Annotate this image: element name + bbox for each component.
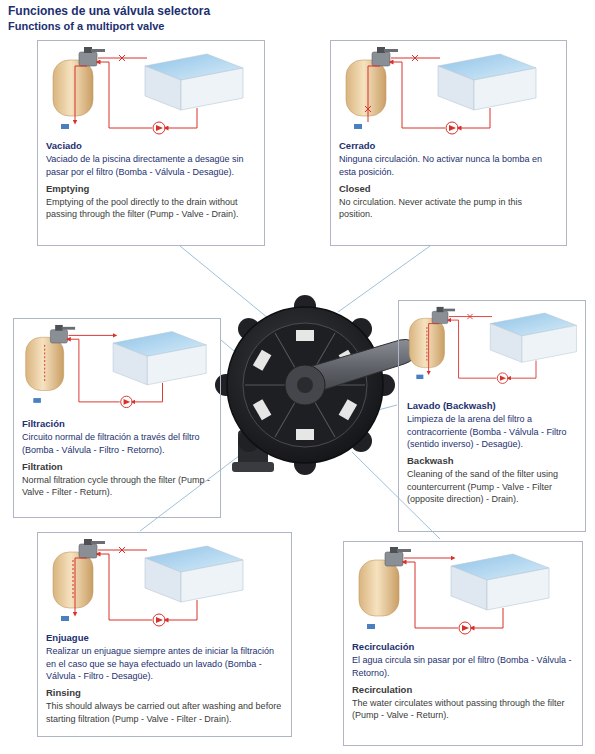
function-box: VaciadoVaciado de la piscina directament… <box>37 40 265 246</box>
body-en: The water circulates without passing thr… <box>352 697 574 722</box>
body-es: El agua circula sin pasar por el filtro … <box>352 654 574 679</box>
body-en: This should always be carried out after … <box>46 700 283 725</box>
body-es: Limpieza de la arena del filtro a contra… <box>407 413 577 450</box>
body-es: Ninguna circulación. No activar nunca la… <box>339 153 558 178</box>
heading-es: Recirculación <box>352 640 574 653</box>
heading-en: Closed <box>339 182 558 195</box>
heading-en: Filtration <box>22 460 212 473</box>
function-box: FiltraciónCircuito normal de filtración … <box>13 318 221 518</box>
body-en: No circulation. Never activate the pump … <box>339 196 558 221</box>
heading-en: Recirculation <box>352 683 574 696</box>
heading-es: Vaciado <box>46 139 256 152</box>
heading-en: Backwash <box>407 454 577 467</box>
body-es: Circuito normal de filtración a través d… <box>22 431 212 456</box>
diagram-title: Funciones de una válvula selectora <box>8 4 210 18</box>
body-es: Realizar un enjuague siempre antes de in… <box>46 645 283 682</box>
body-en: Cleaning of the sand of the filter using… <box>407 468 577 505</box>
heading-es: Cerrado <box>339 139 558 152</box>
function-box: Lavado (Backwash)Limpieza de la arena de… <box>398 300 586 532</box>
body-en: Emptying of the pool directly to the dra… <box>46 196 256 221</box>
function-box: CerradoNinguna circulación. No activar n… <box>330 40 567 246</box>
heading-es: Lavado (Backwash) <box>407 399 577 412</box>
body-es: Vaciado de la piscina directamente a des… <box>46 153 256 178</box>
heading-es: Filtración <box>22 417 212 430</box>
function-box: RecirculaciónEl agua circula sin pasar p… <box>343 541 583 746</box>
function-box: EnjuagueRealizar un enjuague siempre ant… <box>37 532 292 737</box>
subtitle: Functions of a multiport valve <box>8 20 164 32</box>
body-en: Normal filtration cycle through the filt… <box>22 474 212 499</box>
heading-en: Emptying <box>46 182 256 195</box>
heading-es: Enjuague <box>46 631 283 644</box>
heading-en: Rinsing <box>46 686 283 699</box>
